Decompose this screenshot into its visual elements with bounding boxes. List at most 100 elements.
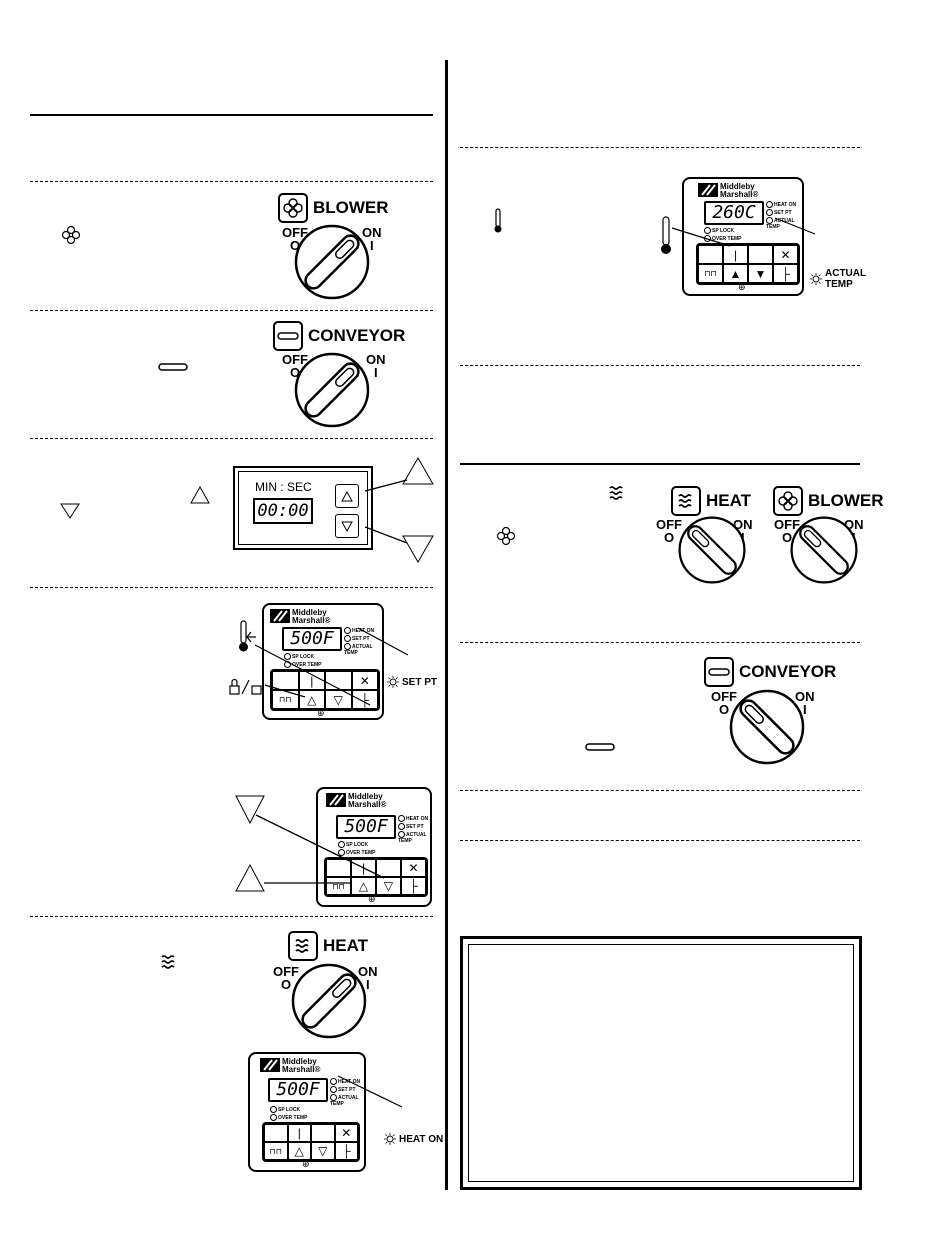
temperature-display: 500F — [282, 627, 342, 651]
up-key[interactable]: △ — [298, 690, 325, 709]
heat-waves-icon — [609, 486, 623, 500]
rotary-knob[interactable] — [292, 350, 372, 430]
brand-logo-icon — [270, 609, 290, 623]
conveyor-belt-icon — [158, 363, 188, 371]
conveyor-switch-title: CONVEYOR — [273, 321, 405, 351]
blank-key[interactable] — [325, 671, 352, 690]
rotary-knob[interactable] — [676, 514, 748, 586]
heat-waves-icon — [161, 955, 175, 969]
controller-keypad: | ✕ ⊓⊓ △ ▽ ├ — [262, 1122, 360, 1162]
controller-keypad: | ✕ ⊓⊓ ▲ ▼ ├ — [696, 243, 800, 285]
tools-key[interactable]: ✕ — [334, 1124, 358, 1142]
lock-key[interactable]: ⊓⊓ — [698, 264, 723, 283]
note-box-inner — [468, 944, 854, 1182]
rotary-knob[interactable] — [289, 961, 369, 1041]
note-box — [460, 936, 862, 1190]
blank-key[interactable] — [376, 859, 401, 877]
column-divider — [445, 60, 448, 1190]
thermometer-key[interactable]: | — [723, 245, 748, 264]
down-key[interactable]: ▽ — [311, 1142, 335, 1160]
indicator-lights: HEAT ON SET PT ACTUAL TEMP — [766, 201, 797, 231]
section-rule — [30, 114, 433, 116]
blank-key[interactable] — [264, 1124, 288, 1142]
rotary-knob[interactable] — [727, 687, 807, 767]
temperature-display: 260C — [704, 201, 764, 225]
enter-key[interactable]: ├ — [334, 1142, 358, 1160]
enter-key[interactable]: ├ — [773, 264, 798, 283]
divider — [30, 181, 433, 182]
heat-switch-title: HEAT — [671, 486, 751, 516]
temperature-display: 500F — [268, 1078, 328, 1102]
blank-key[interactable] — [748, 245, 773, 264]
set-pt-callout: SET PT — [387, 676, 437, 688]
down-key[interactable]: ▼ — [748, 264, 773, 283]
conveyor-belt-icon — [585, 743, 615, 751]
blank-key[interactable] — [698, 245, 723, 264]
enter-key[interactable]: ├ — [351, 690, 378, 709]
divider — [30, 310, 433, 311]
enter-key[interactable]: ├ — [401, 877, 426, 895]
divider — [30, 587, 433, 588]
blank-key[interactable] — [272, 671, 299, 690]
section-rule — [460, 463, 860, 465]
mount-screw-icon: ⊕ — [317, 708, 325, 718]
divider — [30, 916, 433, 917]
heat-switch-title: HEAT — [288, 931, 368, 961]
lock-key[interactable]: ⊓⊓ — [326, 877, 351, 895]
mount-screw-icon: ⊕ — [302, 1159, 310, 1169]
down-key[interactable]: ▽ — [376, 877, 401, 895]
tools-key[interactable]: ✕ — [401, 859, 426, 877]
controller-keypad: | ✕ ⊓⊓ △ ▽ ├ — [270, 669, 380, 711]
leader-lines — [254, 627, 409, 706]
tools-key[interactable]: ✕ — [351, 671, 378, 690]
mount-screw-icon: ⊕ — [738, 282, 746, 292]
divider — [460, 642, 860, 643]
blank-key[interactable] — [311, 1124, 335, 1142]
up-key[interactable]: △ — [287, 1142, 311, 1160]
timer-down-button[interactable] — [335, 514, 359, 538]
up-triangle-icon — [341, 490, 353, 501]
heat-on-callout: HEAT ON — [384, 1133, 443, 1145]
conveyor-switch-title: CONVEYOR — [704, 657, 836, 687]
rotary-knob[interactable] — [292, 222, 372, 302]
blank-key[interactable] — [326, 859, 351, 877]
blower-label: BLOWER — [313, 198, 389, 217]
up-key[interactable]: ▲ — [723, 264, 748, 283]
thermometer-key[interactable]: | — [287, 1124, 311, 1142]
timer-unit-label: MIN : SEC — [255, 480, 312, 494]
divider — [460, 790, 860, 791]
down-triangle-icon — [60, 503, 80, 519]
blink-indicator-icon — [384, 1133, 396, 1145]
timer-display: 00:00 — [253, 498, 313, 524]
tools-key[interactable]: ✕ — [773, 245, 798, 264]
status-lights: SP LOCK OVER TEMP — [270, 1106, 307, 1122]
leader-line — [337, 1075, 403, 1108]
up-key[interactable]: △ — [351, 877, 376, 895]
fan-icon — [278, 193, 308, 223]
indicator-lights: HEAT ON SET PT ACTUAL TEMP — [398, 815, 429, 845]
divider — [30, 438, 433, 439]
down-triangle-icon — [341, 521, 353, 532]
lock-key[interactable]: ⊓⊓ — [264, 1142, 288, 1160]
timer-up-button[interactable] — [335, 484, 359, 508]
thermometer-key[interactable]: | — [298, 671, 325, 690]
up-triangle-icon — [190, 485, 210, 504]
thermometer-icon — [494, 208, 502, 233]
fan-icon — [61, 225, 81, 245]
temperature-display: 500F — [336, 815, 396, 839]
conveyor-timer: MIN : SEC 00:00 — [233, 466, 373, 550]
down-key[interactable]: ▽ — [325, 690, 352, 709]
rotary-knob[interactable] — [788, 514, 860, 586]
